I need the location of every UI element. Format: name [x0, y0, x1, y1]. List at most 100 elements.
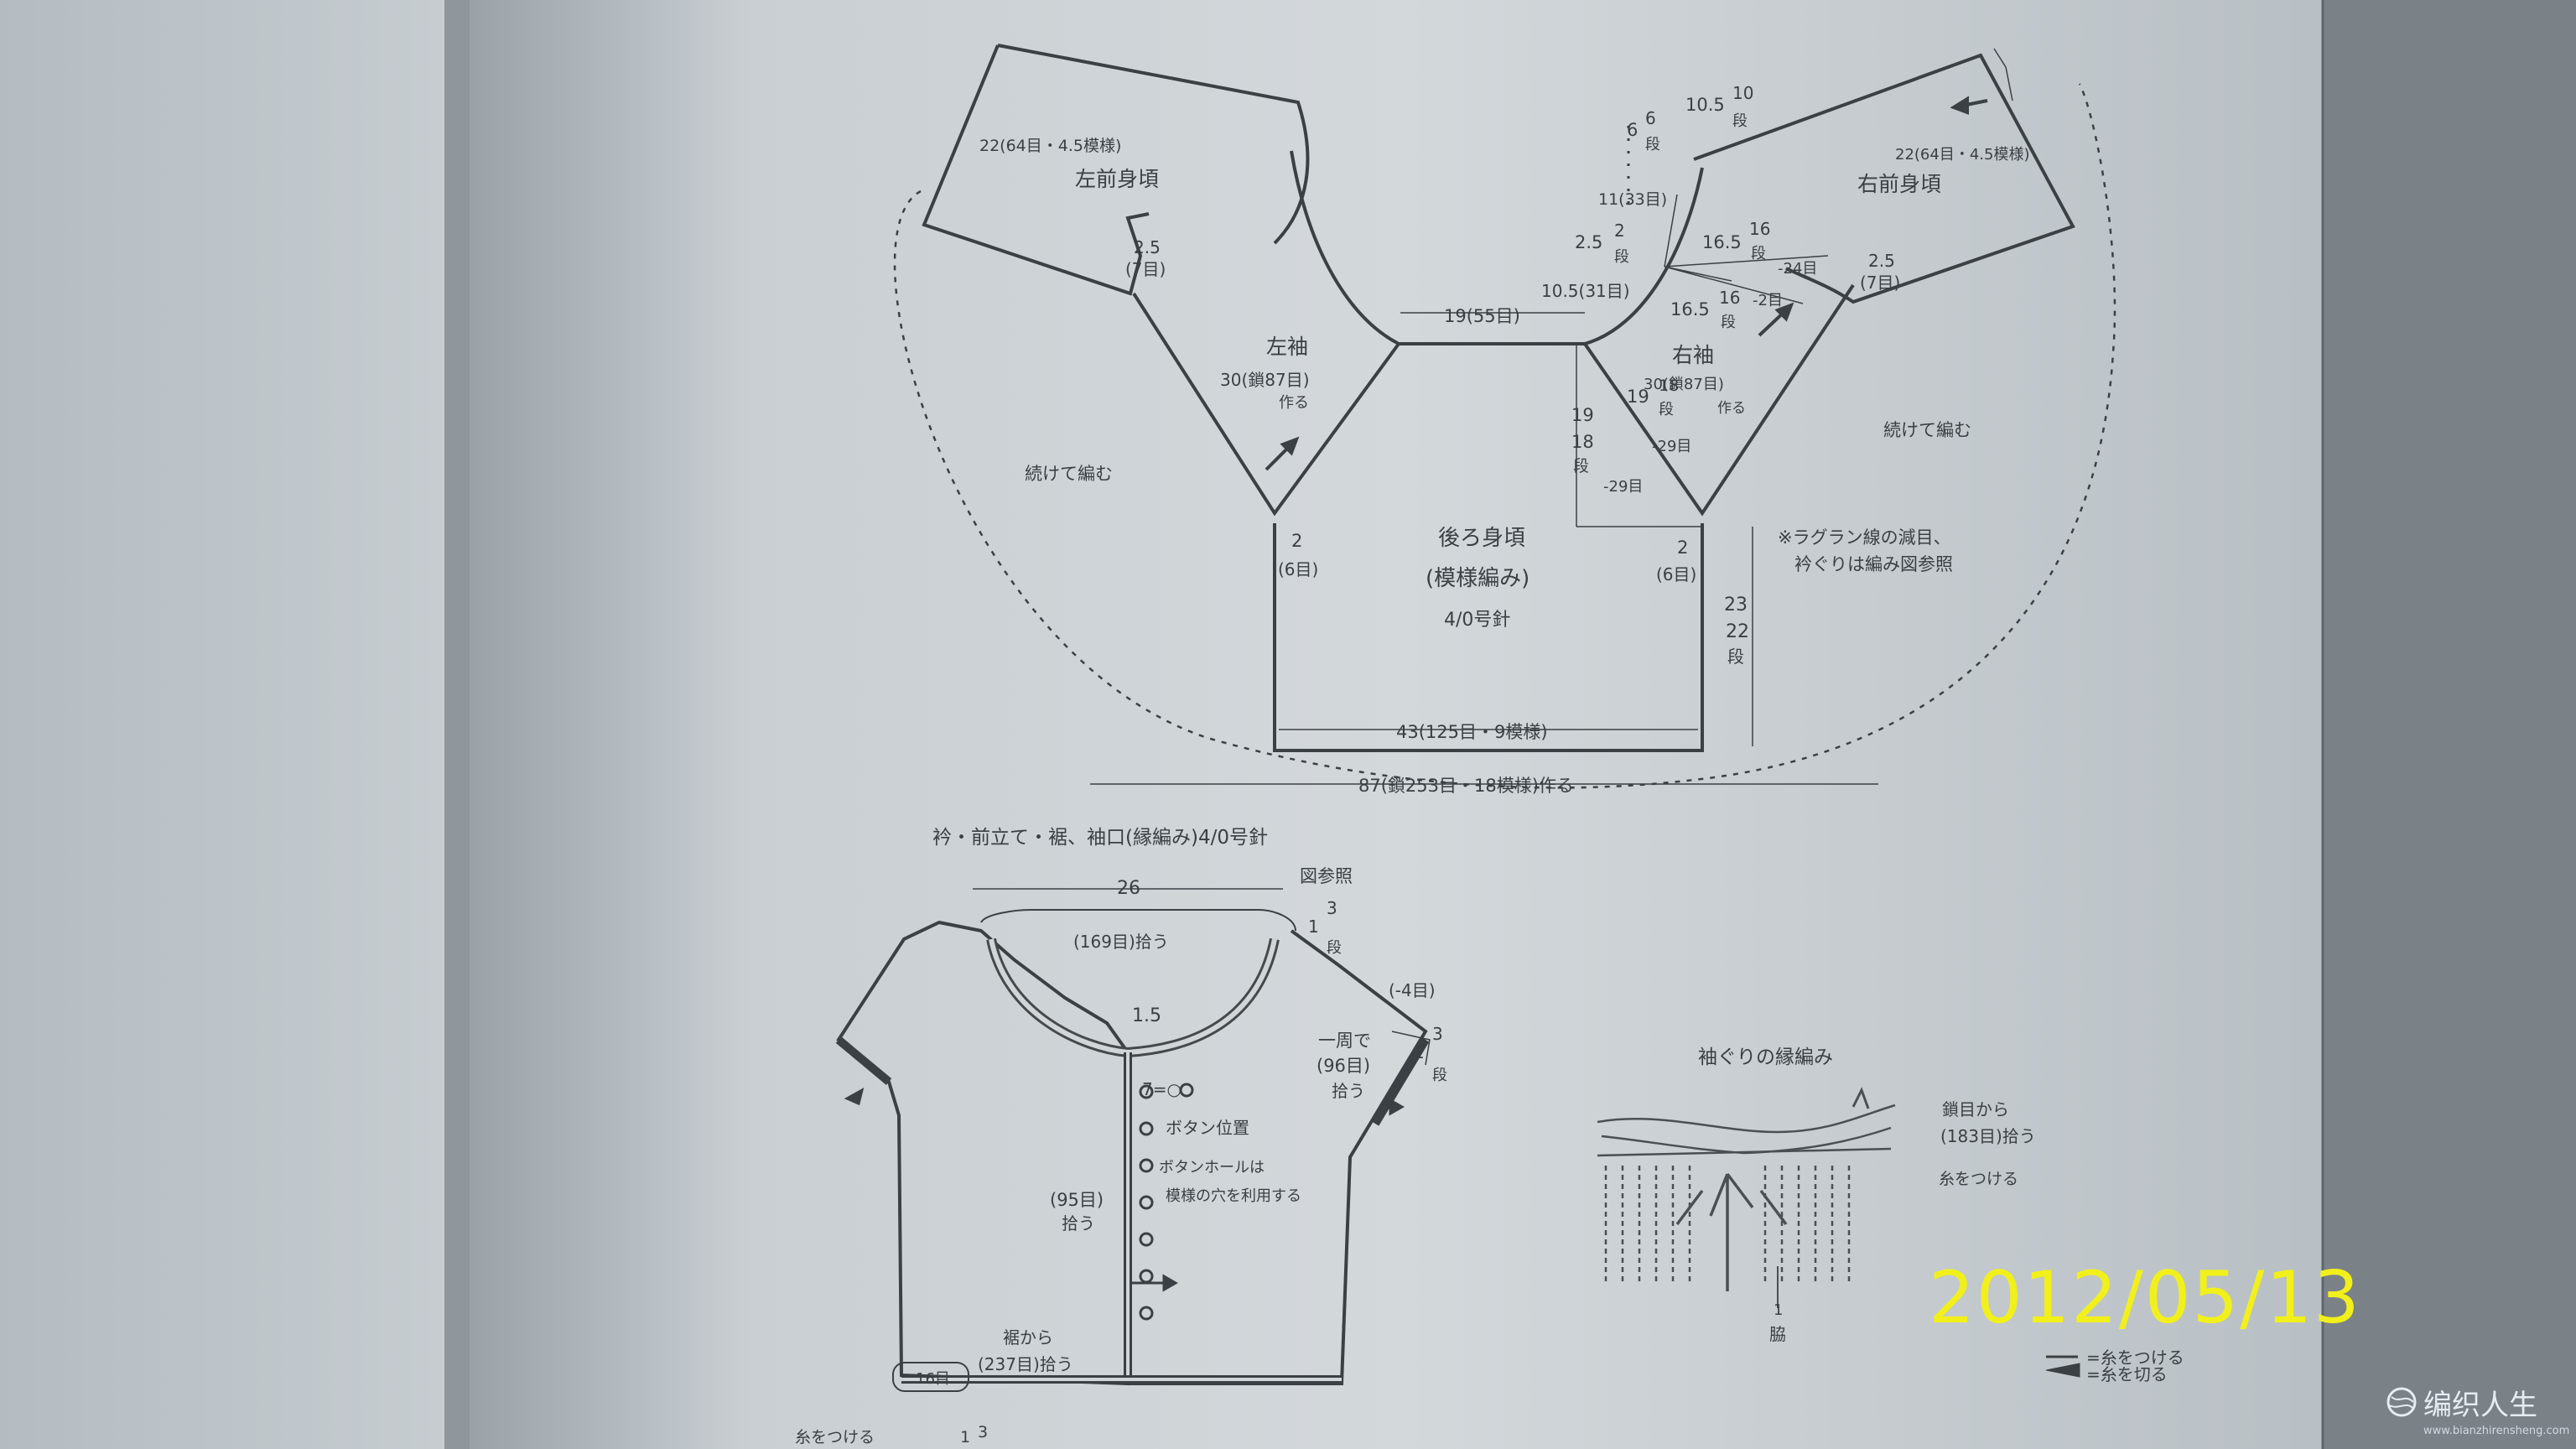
note-line-2: 衿ぐりは編み図参照: [1794, 554, 1953, 574]
leaf-motif: [1675, 1172, 1788, 1291]
button-2: [1139, 1121, 1154, 1136]
m-18a: 18: [1571, 432, 1594, 452]
edge-3b: 3: [1432, 1024, 1443, 1044]
back-pattern: (模様編み): [1426, 566, 1530, 591]
right-cuff-guide: [1391, 1031, 1431, 1066]
raglan-top-diagram: [893, 44, 2116, 789]
right-leader-lines: [1664, 194, 1829, 304]
edge-1: 1: [1308, 917, 1319, 937]
m-dan-b: 段: [1659, 401, 1674, 418]
edge-danb: 段: [1432, 1067, 1447, 1084]
m-2b: -2目: [1753, 292, 1783, 309]
left-sleeve-outline: [1132, 292, 1400, 517]
right-sleeve-arrowhead: [1774, 302, 1794, 322]
left-sleeve-make: 作る: [1279, 394, 1309, 412]
left-width-value: 2.5: [1134, 237, 1161, 257]
m-11: 11(33目): [1598, 190, 1667, 209]
edge-26: 26: [1117, 878, 1140, 899]
continuation-curve: [893, 83, 2116, 789]
yarn-logo-icon: [2386, 1387, 2417, 1417]
armhole-yarn: 糸をつける: [1939, 1170, 2018, 1188]
left-front-size: 22(64目・4.5模様): [979, 137, 1121, 155]
refer-figure: 図参照: [1300, 866, 1353, 886]
button-7: [1139, 1306, 1154, 1321]
m-16-5a-rows: 16: [1749, 219, 1770, 239]
chart-top-row: [1597, 1104, 1896, 1134]
right-front-outline: [1693, 53, 2075, 304]
right-two-rows: (6目): [1656, 564, 1696, 584]
left-neck-curve: [1290, 150, 1704, 345]
left-two-rows: (6目): [1278, 559, 1318, 579]
right-front-arrowhead: [1950, 96, 1969, 115]
right-sleeve-make: 作る: [1717, 400, 1746, 417]
armhole-183: (183目)拾う: [1940, 1126, 2036, 1146]
edge-yarn: 糸をつける: [795, 1428, 875, 1446]
edge-16: 16目: [916, 1370, 950, 1388]
edging-labels: 衿・前立て・裾、袖口(縁編み)4/0号針 図参照 26 (169目)拾う 1 3…: [795, 827, 1447, 1446]
button-4: [1139, 1195, 1154, 1210]
site-watermark: 编织人生 www.bianzhirensheng.com: [2386, 1382, 2570, 1437]
legend-marks: [2045, 1355, 2080, 1378]
m-dan-a: 段: [1573, 457, 1589, 475]
edge-96: (96目): [1317, 1056, 1370, 1076]
yarn-join-mark: [1852, 1087, 1870, 1109]
continue-knit-right: 続けて編む: [1883, 420, 1971, 440]
edge-pick: 拾う: [1332, 1081, 1365, 1101]
back-height-rows: 22: [1726, 621, 1749, 642]
front-arrowhead: [1162, 1274, 1179, 1292]
right-width-rows: (7目): [1860, 273, 1900, 293]
m-10-5b: 10.5(31目): [1541, 281, 1630, 301]
legend-cut-symbol: [2045, 1363, 2080, 1378]
left-front-title: 左前身頃: [1075, 167, 1159, 191]
edge-3: 3: [1327, 898, 1337, 918]
edge-round: 一周で: [1318, 1031, 1371, 1051]
m-16-5b: 16.5: [1670, 299, 1710, 319]
button-5: [1139, 1232, 1154, 1247]
edge-95: (95目): [1050, 1190, 1104, 1210]
camera-date-stamp: 2012/05/13: [1929, 1256, 2361, 1340]
edging-garment-diagram: [835, 888, 1431, 1392]
watermark-url: www.bianzhirensheng.com: [2423, 1425, 2570, 1437]
m-6-unit: 段: [1645, 136, 1660, 153]
back-width: 43(125目・9模様): [1396, 722, 1548, 742]
chart-base-row: [1597, 1147, 1892, 1157]
button-position: ボタン位置: [1166, 1118, 1249, 1138]
m-10-5: 10.5: [1685, 95, 1725, 115]
right-front-size: 22(64目・4.5模様): [1895, 146, 2029, 164]
page-edge: [2323, 0, 2576, 1449]
armhole-labels: 袖ぐりの縁編み 鎖目から (183目)拾う 糸をつける 1 脇 =糸をつける =…: [1698, 1046, 2184, 1384]
top-labels: 22(64目・4.5模様) 左前身頃 22(64目・4.5模様) 右前身頃 2.…: [979, 83, 2029, 796]
hem-237: (237目)拾う: [978, 1354, 1073, 1374]
edging-arrows: [844, 1088, 1405, 1292]
right-two: 2: [1677, 538, 1688, 558]
total-cast-on: 87(鎖253目・18模様)作る: [1358, 776, 1574, 796]
left-front-outline: [922, 44, 1310, 296]
needle-size: 4/0号針: [1444, 610, 1510, 631]
edge-dan: 段: [1327, 939, 1342, 957]
m-16-5a: 16.5: [1702, 232, 1742, 252]
right-width-value: 2.5: [1868, 251, 1895, 271]
m-2-5: 2.5: [1575, 232, 1602, 252]
left-page: [0, 0, 470, 1449]
armhole-side: 脇: [1769, 1324, 1786, 1344]
m-10-5-unit: 段: [1732, 112, 1748, 130]
button-legend: [1179, 1083, 1194, 1098]
back-body-outline: [1273, 523, 1704, 752]
edge-1c: 1: [960, 1428, 970, 1446]
note-line-1: ※ラグラン線の減目、: [1778, 527, 1951, 548]
m-29b: -29目: [1603, 478, 1643, 496]
left-cuff-arrowhead: [844, 1088, 865, 1106]
right-sleeve-outline: [1583, 283, 1855, 517]
buttonhole-line-2: 模様の穴を利用する: [1166, 1187, 1301, 1205]
buttonhole-line-1: ボタンホールは: [1159, 1159, 1265, 1176]
legend-cut: =糸を切る: [2086, 1364, 2168, 1384]
legend-join: =糸をつける: [2086, 1348, 2184, 1368]
hem-from: 裾から: [1003, 1327, 1053, 1348]
edge-169: (169目)拾う: [1073, 932, 1169, 952]
m-29a: -29目: [1652, 438, 1691, 455]
top-right-dim: [1993, 48, 2013, 101]
right-cuff: [1371, 1037, 1430, 1126]
m-16-5a-unit: 段: [1751, 245, 1766, 262]
right-cuff-arrowhead: [1389, 1098, 1405, 1116]
